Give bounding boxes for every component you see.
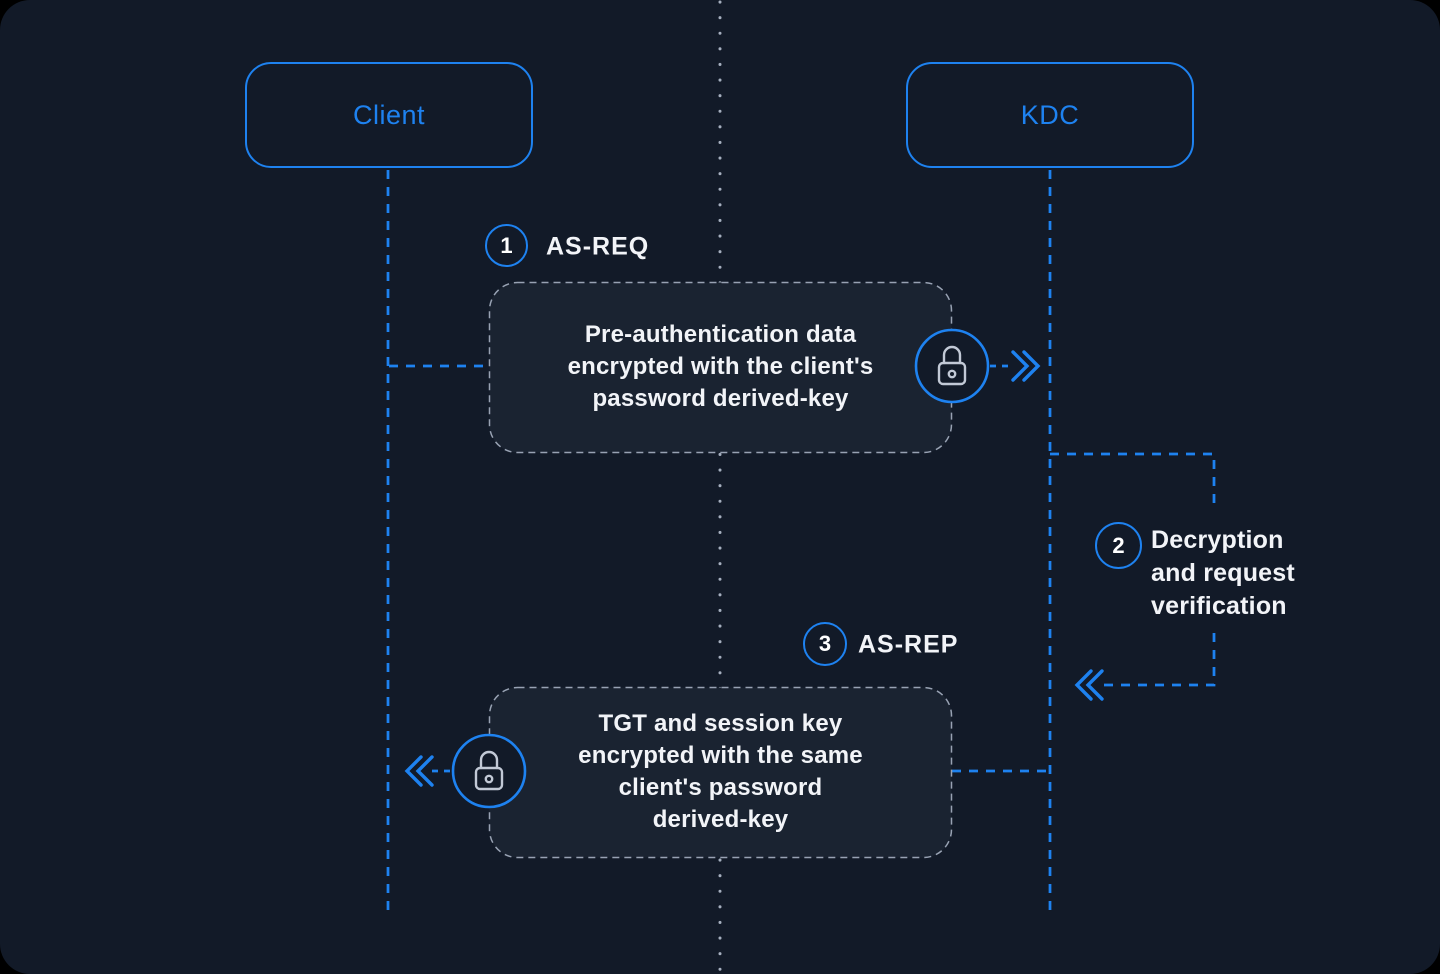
lock-body — [937, 361, 967, 386]
lock-icon — [914, 328, 990, 404]
actor-kdc-label: KDC — [1020, 99, 1080, 130]
as-req-message-text: Pre-authentication data encrypted with t… — [567, 321, 874, 412]
step-2-label: Decryption and request verification — [1151, 526, 1295, 620]
step-3-number: 3 — [818, 631, 832, 656]
step-1-label: AS-REQ — [546, 232, 650, 261]
actor-client-label: Client — [352, 99, 426, 130]
lock-keyhole — [947, 369, 957, 379]
step-1-badge: 1 — [485, 224, 528, 267]
lock-shackle — [942, 345, 962, 365]
step-2-number: 2 — [1112, 532, 1125, 558]
as-rep-message-text: TGT and session key encrypted with the s… — [578, 710, 863, 833]
lock-keyhole — [484, 774, 494, 784]
step-3-label: AS-REP — [858, 630, 959, 659]
lock-icon — [451, 733, 527, 809]
double-chevron-right-icon — [1011, 350, 1041, 382]
actor-kdc-box: KDC — [906, 62, 1194, 168]
step-1-number: 1 — [500, 232, 513, 258]
actor-client-box: Client — [245, 62, 533, 168]
kdc-self-loop-line — [1050, 452, 1216, 687]
double-chevron-left-icon — [404, 755, 434, 787]
double-chevron-left-icon — [1074, 669, 1104, 701]
as-rep-message-box — [488, 686, 953, 859]
step-2-badge: 2 — [1095, 522, 1142, 569]
lock-shackle — [479, 750, 499, 770]
step-3-badge: 3 — [803, 622, 847, 666]
lock-icon-circle — [451, 733, 527, 809]
lock-icon-circle — [914, 328, 990, 404]
lock-body — [474, 766, 504, 791]
